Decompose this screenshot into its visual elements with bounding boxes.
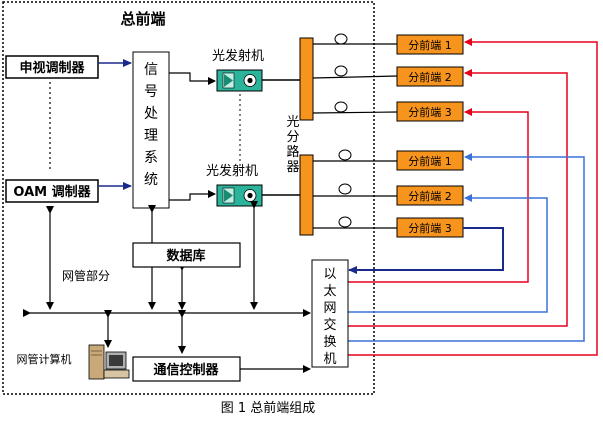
splitter-label-char-1: 光 — [286, 115, 299, 130]
sub-frontend-bottom-1-label: 分前端 1 — [408, 154, 452, 168]
tv-modulator-box — [5, 55, 99, 79]
optical-splitter-2 — [299, 154, 314, 236]
oam-modulator-label: OAM 调制器 — [13, 184, 91, 200]
sub-frontend-3-to-switch-arrow — [348, 227, 504, 274]
splitter-1-fiber-coils — [334, 33, 348, 113]
bottom-group-return-lines — [348, 153, 585, 342]
nms-computer-icon — [88, 344, 130, 380]
ethernet-switch-box — [311, 259, 349, 368]
frontend-boundary — [2, 1, 375, 395]
switch-char-6: 机 — [323, 352, 336, 367]
nms-computer-label: 网管计算机 — [17, 352, 72, 366]
oam-modulator-box — [5, 179, 99, 203]
tv-modulator-label: 申视调制器 — [19, 60, 85, 76]
transmitter-1 — [216, 69, 263, 92]
network-mgmt-label: 网管部分 — [62, 268, 110, 283]
splitter-label-char-3: 路 — [286, 144, 299, 160]
comm-controller-label: 通信控制器 — [153, 362, 219, 378]
sub-frontend-top-2-label: 分前端 2 — [408, 70, 452, 84]
sub-frontend-top-3: 分前端 3 — [396, 101, 464, 122]
sub-frontend-bottom-3-label: 分前端 3 — [408, 221, 452, 235]
signal-processing-char-1: 信 — [144, 62, 158, 78]
database-box — [132, 242, 241, 268]
signal-processing-char-2: 号 — [144, 84, 158, 100]
switch-char-5: 换 — [323, 335, 336, 350]
top-group-return-lines — [348, 38, 598, 356]
splitter-2-fiber-coils — [338, 149, 352, 228]
sub-frontend-top-3-label: 分前端 3 — [408, 105, 452, 119]
transmitter-2-label: 光发射机 — [206, 163, 258, 179]
sub-frontend-bottom-2-label: 分前端 2 — [408, 189, 452, 203]
frontend-title: 总前端 — [120, 10, 165, 28]
sub-frontend-top-1-label: 分前端 1 — [408, 38, 452, 52]
signal-processing-char-6: 统 — [144, 172, 158, 188]
splitter-1-fibers — [312, 43, 398, 114]
sub-frontend-bottom-1: 分前端 1 — [396, 150, 464, 171]
splitter-label-char-4: 器 — [286, 160, 299, 175]
signal-processing-char-4: 理 — [144, 128, 158, 144]
processing-to-tx2-arrow — [169, 190, 216, 201]
switch-char-4: 交 — [323, 317, 336, 333]
switch-char-3: 网 — [323, 301, 336, 316]
comm-controller-box — [132, 356, 241, 382]
optical-splitter-1 — [299, 37, 314, 121]
sub-frontend-bottom-2: 分前端 2 — [396, 185, 464, 206]
transmitter-1-label: 光发射机 — [212, 48, 264, 64]
splitter-2-fibers — [313, 160, 397, 229]
sub-frontend-bottom-3: 分前端 3 — [396, 217, 464, 238]
signal-processing-char-5: 系 — [144, 150, 158, 166]
sub-frontend-top-1: 分前端 1 — [396, 34, 464, 55]
sub-frontend-top-2: 分前端 2 — [396, 66, 464, 87]
signal-processing-char-3: 处 — [144, 106, 158, 122]
switch-char-1: 以 — [323, 267, 336, 282]
transmitter-2 — [216, 184, 263, 207]
processing-to-tx1-arrow — [169, 72, 216, 85]
signal-processing-box — [132, 51, 170, 209]
database-label: 数据库 — [166, 248, 205, 264]
switch-char-2: 太 — [323, 284, 336, 299]
figure-caption: 图 1 总前端组成 — [221, 400, 316, 416]
splitter-label-char-2: 分 — [286, 130, 299, 145]
